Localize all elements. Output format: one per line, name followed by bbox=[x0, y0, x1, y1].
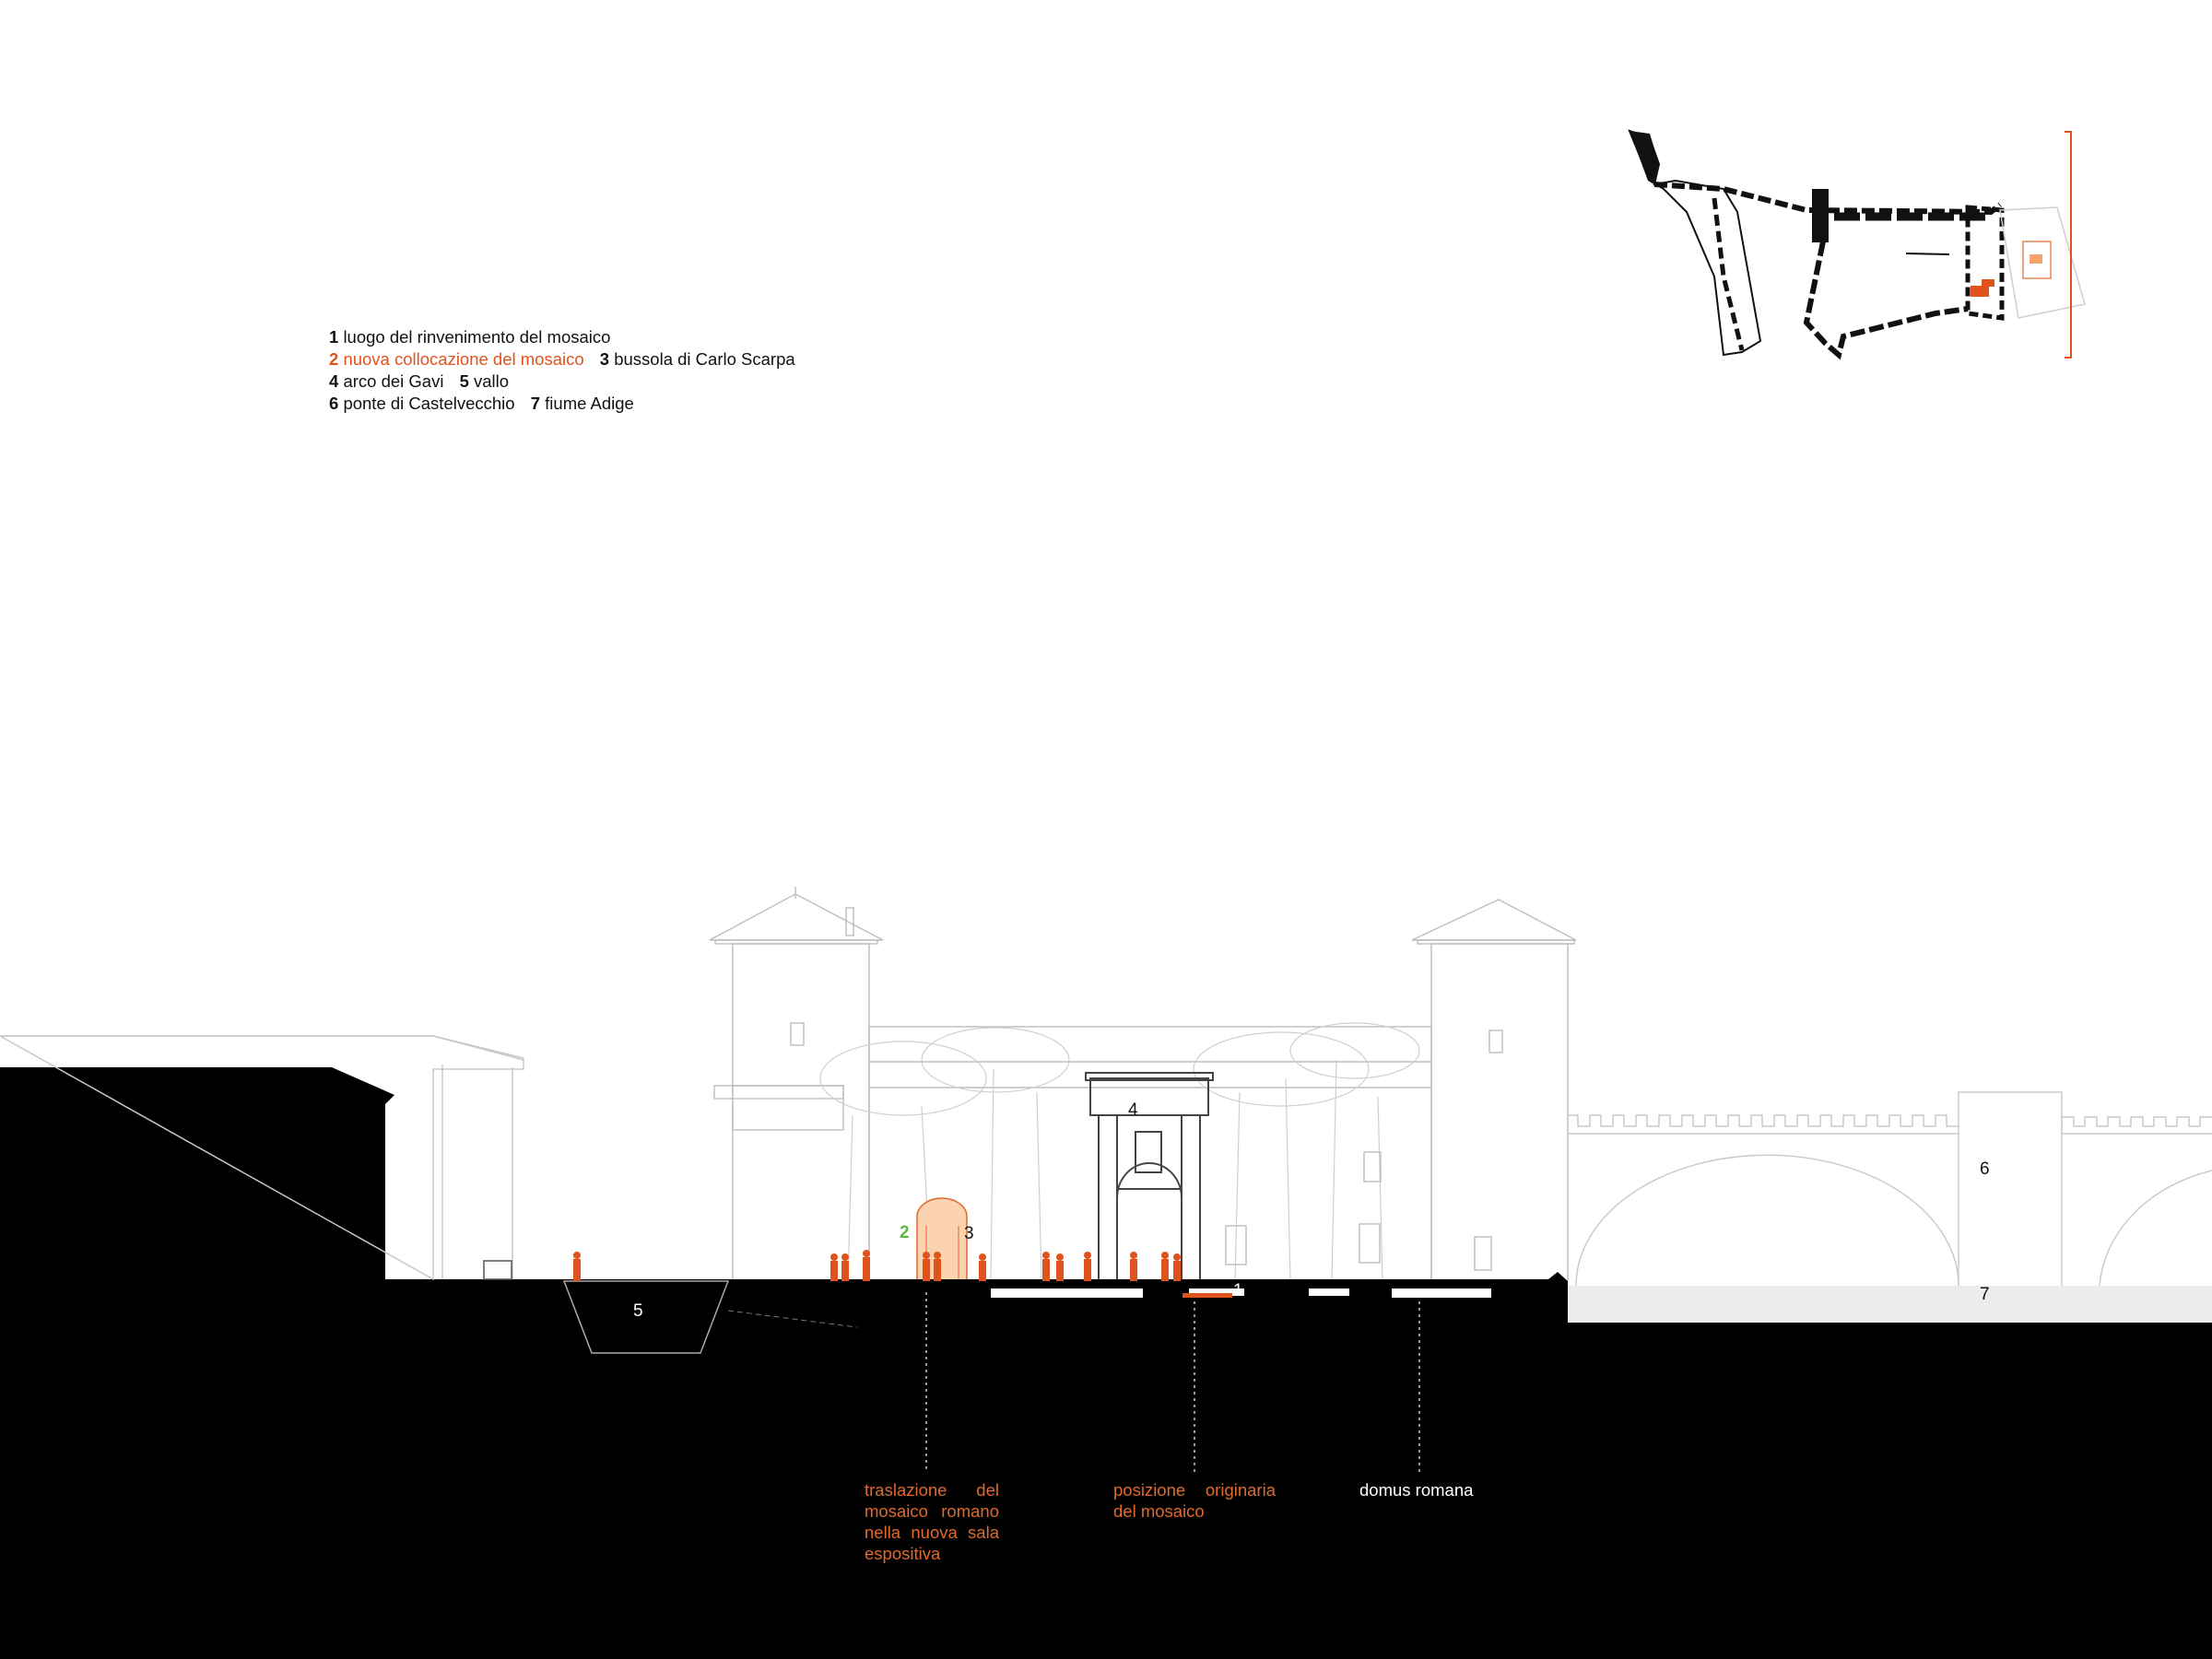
legend: 1 luogo del rinvenimento del mosaico 2 n… bbox=[329, 326, 845, 415]
legend-item-1: 1 luogo del rinvenimento del mosaico bbox=[329, 327, 611, 347]
annotation-original-position: posizione originaria del mosaico bbox=[1113, 1480, 1276, 1521]
marker-1: 1 bbox=[1233, 1281, 1243, 1300]
left-buildings bbox=[0, 1035, 590, 1322]
site-plan bbox=[1628, 129, 2086, 360]
marker-7: 7 bbox=[1980, 1285, 1990, 1304]
people-figures bbox=[573, 1250, 1181, 1281]
legend-item-6: 6 ponte di Castelvecchio bbox=[329, 394, 515, 413]
marker-2: 2 bbox=[900, 1223, 910, 1242]
castelvecchio-bridge bbox=[1567, 1091, 2212, 1291]
legend-item-7: 7 fiume Adige bbox=[530, 394, 634, 413]
legend-item-5: 5 vallo bbox=[459, 371, 510, 391]
annotation-mosaic-translation: traslazione del mosaico romano nella nuo… bbox=[865, 1480, 999, 1563]
river-adige bbox=[1568, 1286, 2212, 1323]
ground-section bbox=[0, 1272, 2212, 1659]
annotation-domus-romana: domus romana bbox=[1359, 1480, 1474, 1500]
castle-elevation bbox=[709, 887, 1577, 1284]
marker-4: 4 bbox=[1128, 1100, 1138, 1120]
legend-item-2: 2 nuova collocazione del mosaico bbox=[329, 349, 584, 369]
marker-5: 5 bbox=[633, 1301, 643, 1321]
marker-3: 3 bbox=[964, 1224, 974, 1243]
marker-6: 6 bbox=[1980, 1159, 1990, 1179]
legend-item-3: 3 bussola di Carlo Scarpa bbox=[599, 349, 795, 369]
legend-item-4: 4 arco dei Gavi bbox=[329, 371, 444, 391]
